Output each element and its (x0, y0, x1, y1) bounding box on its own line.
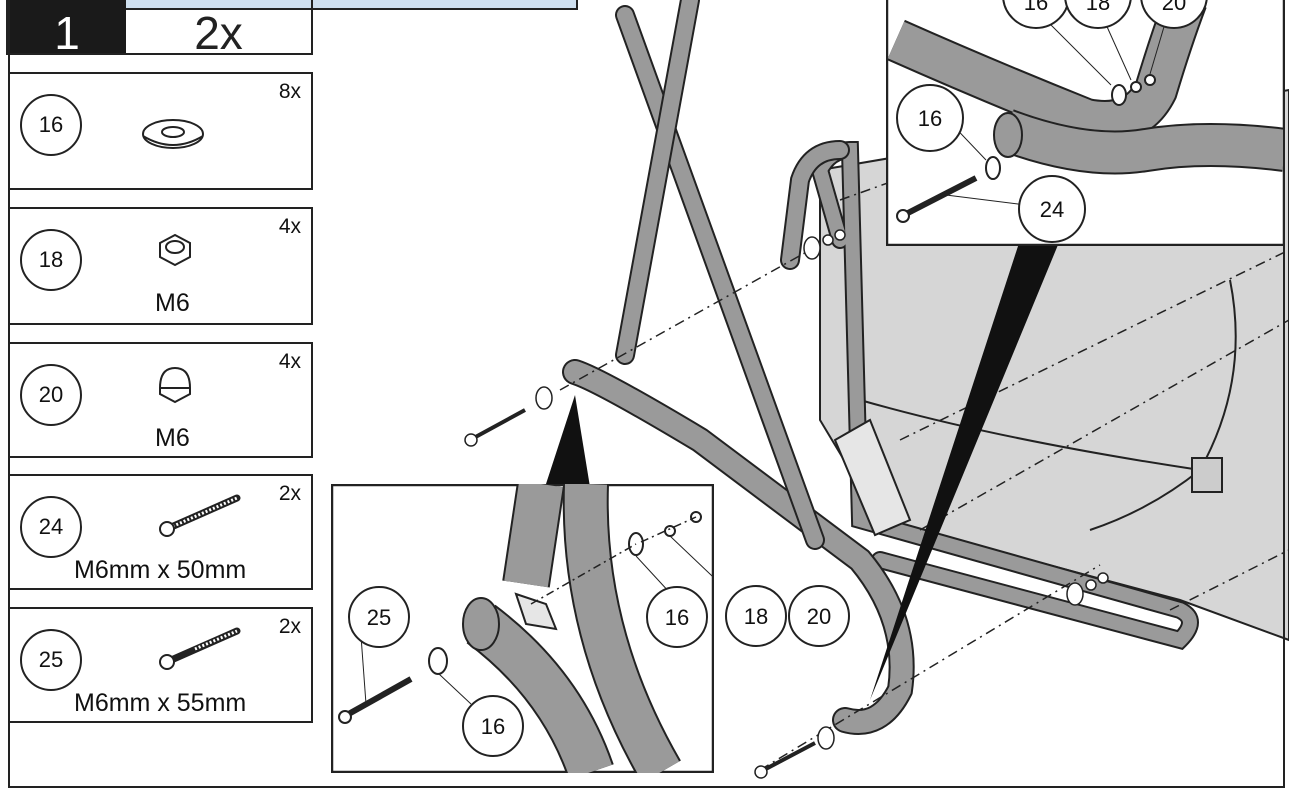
part-row-16: 16 8x (8, 72, 313, 190)
step-number: 1 (8, 0, 126, 53)
part-spec: M6mm x 50mm (74, 556, 247, 584)
step-quantity: 2x (194, 7, 243, 53)
part-row-20: 20 4x M6 (8, 342, 313, 458)
callout-16: 16 (665, 605, 689, 630)
part-row-25: 25 2x M6mm x 55mm (8, 607, 313, 723)
pointer-top-detail (870, 240, 1060, 700)
cap-nut-icon (159, 366, 191, 404)
callout-25: 25 (367, 605, 391, 630)
callout-20: 20 (807, 604, 831, 629)
part-quantity: 8x (278, 80, 301, 103)
bolt-icon (159, 494, 241, 537)
strap-buckle (1191, 457, 1223, 493)
part-quantity: 2x (278, 615, 301, 638)
hinge-bracket (833, 418, 912, 537)
nuts-upper (803, 229, 846, 260)
callout-16: 16 (481, 714, 505, 739)
callout-16: 16 (918, 106, 942, 131)
part-spec: M6 (155, 424, 190, 452)
callout-18: 18 (1086, 0, 1110, 15)
part-spec: M6 (155, 289, 190, 317)
callout-24: 24 (1040, 197, 1064, 222)
part-number: 25 (20, 629, 82, 691)
callout-20: 20 (1162, 0, 1186, 15)
nuts-lower (1066, 572, 1109, 606)
part-quantity: 4x (278, 215, 301, 238)
hex-nut-icon (159, 233, 191, 267)
part-row-18: 18 4x M6 (8, 207, 313, 325)
part-number: 20 (20, 364, 82, 426)
part-quantity: 2x (278, 482, 301, 505)
bolt-bottom (754, 726, 835, 779)
bolt-left (464, 386, 553, 447)
part-row-24: 24 2x M6mm x 50mm (8, 474, 313, 590)
part-number: 24 (20, 496, 82, 558)
pointer-bottom-detail (545, 395, 590, 487)
callout-18: 18 (744, 604, 768, 629)
part-quantity: 4x (278, 350, 301, 373)
detail-view-top: 16 18 20 16 24 (886, 0, 1285, 246)
detail-view-bottom: 25 16 16 (331, 484, 714, 773)
bolt-icon (159, 627, 241, 670)
part-number: 16 (20, 94, 82, 156)
part-spec: M6mm x 55mm (74, 689, 247, 717)
washer-icon (142, 119, 204, 149)
step-header: 1 2x (6, 0, 313, 55)
callout-16: 16 (1024, 0, 1048, 15)
part-number: 18 (20, 229, 82, 291)
detail-bottom-callouts: 18 20 (725, 585, 850, 647)
